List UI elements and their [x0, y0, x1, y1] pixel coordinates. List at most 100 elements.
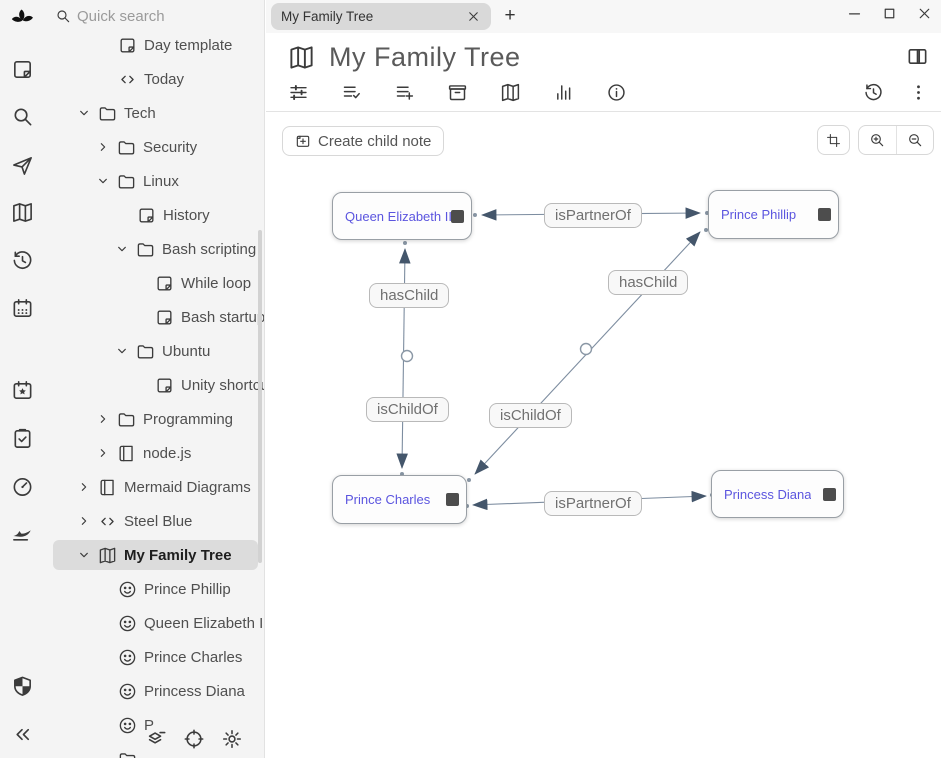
- tab-close-icon[interactable]: [466, 9, 481, 24]
- tree-item-while-loop[interactable]: While loop: [45, 266, 264, 300]
- tree-item-linux[interactable]: Linux: [45, 164, 264, 198]
- chevron-right-icon[interactable]: [95, 411, 111, 427]
- trilium-logo-icon[interactable]: [11, 8, 34, 31]
- chevron-right-icon[interactable]: [95, 445, 111, 461]
- tab-my-family-tree[interactable]: My Family Tree: [271, 3, 491, 30]
- dashboard-icon[interactable]: [11, 475, 34, 498]
- edge-label-ischildof[interactable]: isChildOf: [489, 403, 572, 428]
- basic-properties-icon[interactable]: [288, 82, 309, 103]
- note-title[interactable]: My Family Tree: [329, 41, 521, 72]
- chevron-down-icon[interactable]: [76, 105, 92, 121]
- edge-midpoint-handle[interactable]: [400, 349, 414, 363]
- quick-search-input[interactable]: [77, 4, 247, 29]
- search-icon[interactable]: [11, 105, 34, 128]
- tree-item-prince-phillip[interactable]: Prince Phillip: [45, 572, 264, 606]
- note-paths-icon[interactable]: [447, 82, 468, 103]
- recent-changes-icon[interactable]: [11, 249, 34, 272]
- node-drag-handle[interactable]: [446, 493, 459, 506]
- edge-label-ischildof[interactable]: isChildOf: [366, 397, 449, 422]
- similar-notes-icon[interactable]: [553, 82, 574, 103]
- note-map-icon[interactable]: [11, 201, 34, 224]
- note-revisions-icon[interactable]: [863, 82, 884, 103]
- note-map-icon[interactable]: [500, 82, 521, 103]
- edge-label-ispartnerof[interactable]: isPartnerOf: [544, 203, 642, 228]
- tree-item-bash-startup[interactable]: Bash startup: [45, 300, 264, 334]
- inherited-attributes-icon[interactable]: [394, 82, 415, 103]
- swallow-icon[interactable]: [11, 523, 34, 546]
- scroll-to-active-icon[interactable]: [183, 728, 205, 750]
- zoom-button-group: [858, 125, 934, 155]
- more-menu-icon[interactable]: [908, 82, 929, 103]
- zoom-in-button[interactable]: [859, 126, 897, 154]
- relation-map-canvas[interactable]: Queen Elizabeth II Prince Phillip Prince…: [266, 160, 941, 758]
- tree-item-today[interactable]: Today: [45, 62, 264, 96]
- note-tree: Day template Today Tech Security Linux H…: [45, 33, 264, 758]
- map-node-prince-phillip[interactable]: Prince Phillip: [708, 190, 839, 239]
- note-info-icon[interactable]: [606, 82, 627, 103]
- map-icon: [288, 44, 315, 71]
- node-drag-handle[interactable]: [823, 487, 836, 501]
- chevron-down-icon[interactable]: [114, 343, 130, 359]
- tree-item-nodejs[interactable]: node.js: [45, 436, 264, 470]
- collapse-tree-icon[interactable]: [145, 728, 167, 750]
- edge-midpoint-handle[interactable]: [579, 342, 593, 356]
- chevron-down-icon[interactable]: [76, 547, 92, 563]
- tree-item-prince-charles[interactable]: Prince Charles: [45, 640, 264, 674]
- tab-bar: My Family Tree +: [266, 0, 941, 33]
- window-controls: [846, 5, 933, 22]
- edge-label-haschild[interactable]: hasChild: [369, 283, 450, 308]
- chevron-down-icon[interactable]: [95, 173, 111, 189]
- tree-item-queen-elizabeth[interactable]: Queen Elizabeth II: [45, 606, 264, 640]
- tree-item-bash-scripting[interactable]: Bash scripting: [45, 232, 264, 266]
- window-close-icon[interactable]: [916, 5, 933, 22]
- window-maximize-icon[interactable]: [881, 5, 898, 22]
- settings-gear-icon[interactable]: [221, 728, 243, 750]
- tree-item-day-template[interactable]: Day template: [45, 33, 264, 62]
- person-icon: [118, 614, 137, 633]
- zoom-out-button[interactable]: [897, 126, 934, 154]
- tree-item-my-family-tree[interactable]: My Family Tree: [45, 538, 264, 572]
- map-node-princess-diana[interactable]: Princess Diana: [711, 470, 844, 518]
- edge-label-haschild[interactable]: hasChild: [608, 270, 689, 295]
- edge-label-ispartnerof[interactable]: isPartnerOf: [544, 491, 642, 516]
- collapse-pane-icon[interactable]: [11, 723, 34, 746]
- map-node-prince-charles[interactable]: Prince Charles: [332, 475, 467, 524]
- folder-icon: [136, 240, 155, 259]
- protected-session-icon[interactable]: [11, 675, 34, 698]
- chevron-right-icon[interactable]: [95, 139, 111, 155]
- person-icon: [118, 648, 137, 667]
- reset-pan-zoom-button[interactable]: [817, 125, 850, 155]
- window-minimize-icon[interactable]: [846, 5, 863, 22]
- bookmarked-day-icon[interactable]: [11, 379, 34, 402]
- tree-item-partial[interactable]: P: [45, 708, 264, 742]
- new-note-icon[interactable]: [11, 58, 34, 81]
- map-node-queen-elizabeth[interactable]: Queen Elizabeth II: [332, 192, 472, 240]
- chevron-down-icon[interactable]: [114, 241, 130, 257]
- tree-scrollbar[interactable]: [258, 230, 262, 563]
- tree-item-steel-blue[interactable]: Steel Blue: [45, 504, 264, 538]
- create-child-note-button[interactable]: Create child note: [282, 126, 445, 156]
- folder-icon: [117, 410, 136, 429]
- node-drag-handle[interactable]: [451, 209, 464, 223]
- tree-item-security[interactable]: Security: [45, 130, 264, 164]
- node-drag-handle[interactable]: [818, 208, 831, 221]
- tree-item-unity-shortcuts[interactable]: Unity shortcuts: [45, 368, 264, 402]
- jump-to-note-icon[interactable]: [11, 154, 34, 177]
- tree-item-tech[interactable]: Tech: [45, 96, 264, 130]
- calendar-icon[interactable]: [11, 297, 34, 320]
- tree-item-history[interactable]: History: [45, 198, 264, 232]
- tree-item-ubuntu[interactable]: Ubuntu: [45, 334, 264, 368]
- code-icon: [118, 70, 137, 89]
- tree-item-princess-diana[interactable]: Princess Diana: [45, 674, 264, 708]
- note-icon: [155, 308, 174, 327]
- tree-item-mermaid-diagrams[interactable]: Mermaid Diagrams: [45, 470, 264, 504]
- chevron-right-icon[interactable]: [76, 513, 92, 529]
- task-manager-icon[interactable]: [11, 427, 34, 450]
- owned-attributes-icon[interactable]: [341, 82, 362, 103]
- relation-map-toolbar: Create child note: [266, 113, 941, 160]
- split-pane-icon[interactable]: [906, 45, 929, 68]
- chevron-right-icon[interactable]: [76, 479, 92, 495]
- new-tab-button[interactable]: +: [504, 5, 516, 26]
- code-icon: [98, 512, 117, 531]
- tree-item-programming[interactable]: Programming: [45, 402, 264, 436]
